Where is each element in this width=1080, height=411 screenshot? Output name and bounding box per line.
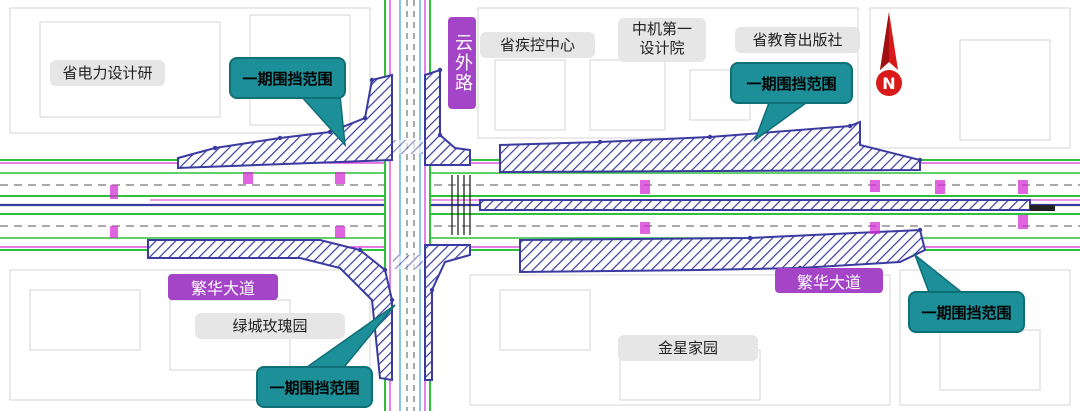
callout-sw: 一期围挡范围 (256, 366, 373, 408)
zone-median (479, 199, 1031, 211)
label-lvcheng: 绿城玫瑰园 (195, 313, 345, 339)
callout-nw: 一期围挡范围 (229, 57, 346, 99)
crosswalk-blocks (110, 172, 1028, 238)
north-arrow: N (868, 10, 910, 102)
zone-se (519, 228, 927, 274)
north-letter: N (876, 70, 902, 96)
zone-sw (147, 239, 393, 382)
callout-ne: 一期围挡范围 (730, 62, 853, 104)
label-zhongji-line2: 设计院 (639, 39, 685, 57)
label-fanhua-east: 繁华大道 (775, 268, 883, 293)
label-yunwai-road: 云外路 (448, 17, 476, 109)
zone-vertex-dots (212, 67, 923, 303)
zone-n-east-corner (424, 68, 471, 166)
north-arrow-icon (880, 12, 898, 70)
label-zhongji-line1: 中机第一 (631, 20, 692, 38)
callout-se: 一期围挡范围 (908, 291, 1025, 333)
label-jinxing: 金星家园 (618, 335, 758, 361)
zone-ne (499, 120, 921, 174)
label-power-design: 省电力设计研 (50, 60, 165, 86)
label-cdc: 省疾控中心 (480, 32, 595, 58)
label-fanhua-west: 繁华大道 (168, 274, 278, 300)
intersection-stop-lines (451, 175, 1055, 235)
label-zhongji: 中机第一 设计院 (618, 18, 706, 62)
enclosure-zones (147, 68, 1031, 382)
label-edu-press: 省教育出版社 (735, 27, 860, 53)
zone-s-east-corner (424, 244, 471, 381)
